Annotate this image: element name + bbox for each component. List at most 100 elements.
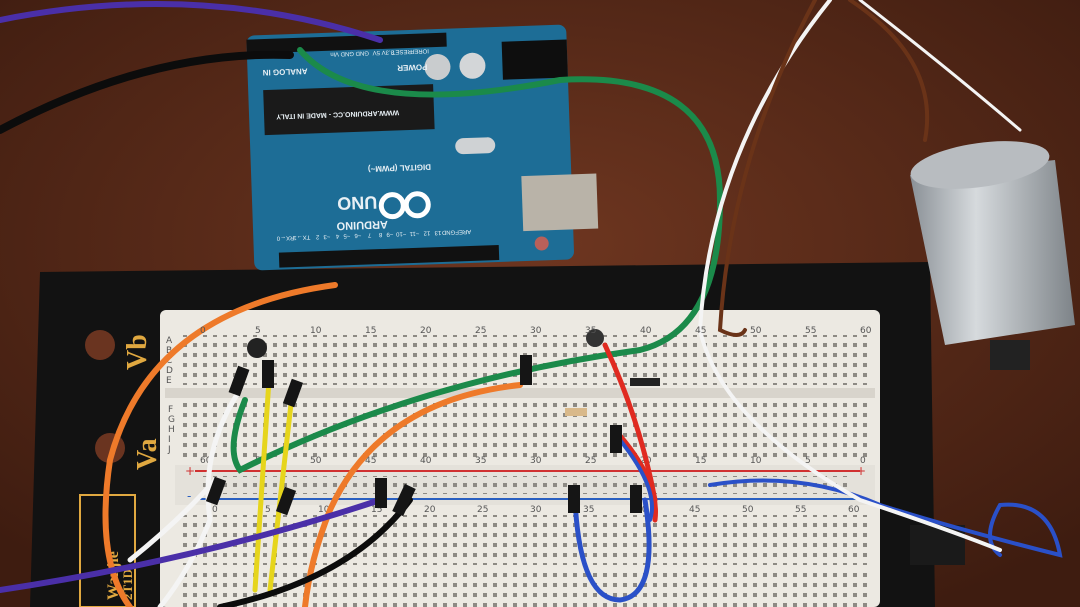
rail-b-label: Vb xyxy=(122,334,153,370)
column-number: 35 xyxy=(475,456,486,466)
column-number: 45 xyxy=(695,326,706,336)
power-pin-label: IOREF xyxy=(410,47,429,54)
brown-motor-wire xyxy=(848,0,930,142)
digital-pin-label: 7 xyxy=(367,231,371,237)
yellow-wire xyxy=(267,392,295,593)
power-pin-label: 5V xyxy=(372,49,380,55)
column-number: 0 xyxy=(200,326,206,336)
column-number: 55 xyxy=(805,326,816,336)
power-pin-label: GND xyxy=(355,49,369,55)
diode xyxy=(630,378,660,386)
orange-wire xyxy=(102,282,338,607)
digital-pin-label: ~3 xyxy=(323,233,331,239)
minus-sign: - xyxy=(187,489,191,503)
column-number: 10 xyxy=(318,505,330,515)
column-number: 20 xyxy=(424,505,436,515)
black-wire xyxy=(0,50,294,134)
blue-wire xyxy=(618,438,654,522)
column-number: 50 xyxy=(742,505,754,515)
arduino-logo-icon xyxy=(378,191,431,220)
digital-label: DIGITAL (PWM~) xyxy=(367,162,431,173)
blue-wire xyxy=(708,478,1063,558)
brand-text: ARDUINO xyxy=(336,218,388,232)
digital-pin-label: AREF xyxy=(455,228,472,235)
digital-pin-label: ~5 xyxy=(343,232,351,238)
row-letter: J xyxy=(167,445,171,455)
column-number: 50 xyxy=(750,326,762,336)
dc-motor xyxy=(910,141,1075,370)
usb-port[interactable] xyxy=(521,173,599,232)
purple-wire xyxy=(0,1,383,43)
column-number: 25 xyxy=(585,456,596,466)
jumper-plugs xyxy=(205,355,642,517)
column-number: 30 xyxy=(530,505,542,515)
plus-sign: + xyxy=(185,464,195,478)
row-letter: C xyxy=(166,356,172,366)
purple-wire xyxy=(0,497,383,593)
orange-wire xyxy=(302,382,523,607)
blue-wire xyxy=(572,497,652,603)
column-number: 0 xyxy=(860,456,866,466)
connector xyxy=(910,525,965,565)
black-wire xyxy=(217,497,413,607)
binding-post-hole-b xyxy=(85,330,115,360)
digital-pin-label: 4 xyxy=(335,233,339,239)
column-number: 25 xyxy=(477,505,488,515)
power-pin-label: 3.3V xyxy=(381,49,394,55)
column-number: 45 xyxy=(365,456,376,466)
column-number: 15 xyxy=(695,456,706,466)
row-letter: A xyxy=(166,336,173,346)
column-number: 15 xyxy=(371,505,382,515)
digital-pin-label: ~11 xyxy=(409,230,420,236)
terminal-strip-bottom[interactable] xyxy=(178,515,868,565)
digital-pin-label: RX←0 xyxy=(276,234,295,241)
row-letter: H xyxy=(168,425,175,435)
white-wire xyxy=(157,387,243,607)
model-text: UNO xyxy=(337,192,378,213)
power-label: POWER xyxy=(397,62,428,72)
column-number: 5 xyxy=(805,456,811,466)
dc-jack[interactable] xyxy=(501,39,568,80)
column-number: 10 xyxy=(750,456,762,466)
digital-pin-label: 8 xyxy=(378,231,382,237)
digital-pin-label: 12 xyxy=(423,229,431,235)
header-power-analog[interactable] xyxy=(246,32,447,54)
digital-pin-label: ~10 xyxy=(395,230,406,236)
brown-motor-wire xyxy=(717,0,817,337)
column-number: 60 xyxy=(200,456,212,466)
column-number: 60 xyxy=(860,326,872,336)
red-wire xyxy=(602,342,658,503)
header-digital[interactable] xyxy=(278,244,500,268)
resistor xyxy=(565,408,587,416)
column-number: 35 xyxy=(583,505,594,515)
site-label: WWW.ARDUINO.CC - MADE IN ITALY xyxy=(276,108,399,119)
column-number: 55 xyxy=(795,505,806,515)
capacitor xyxy=(459,52,486,79)
plus-sign: + xyxy=(856,464,866,478)
row-letter: I xyxy=(168,435,171,445)
column-number: 25 xyxy=(475,326,486,336)
digital-pin-label: ~9 xyxy=(386,231,394,237)
digital-pin-label: 2 xyxy=(315,233,319,239)
reset-button[interactable] xyxy=(534,236,549,251)
row-letter: G xyxy=(168,415,175,425)
column-number: 35 xyxy=(585,326,596,336)
white-motor-wire xyxy=(858,0,1022,132)
digital-pin-label: GND xyxy=(441,228,455,234)
column-number: 20 xyxy=(420,326,432,336)
column-number: 40 xyxy=(640,326,652,336)
column-number: 45 xyxy=(689,505,700,515)
row-letter: B xyxy=(166,346,172,356)
yellow-wire xyxy=(252,362,273,593)
green-wire xyxy=(230,47,724,474)
digital-pin-label: ~6 xyxy=(354,232,362,238)
transistor xyxy=(586,329,604,347)
analog-label: ANALOG IN xyxy=(262,67,307,78)
column-number: 30 xyxy=(530,326,542,336)
white-motor-wire xyxy=(697,0,1002,552)
crystal xyxy=(455,137,496,155)
column-number: 0 xyxy=(212,505,218,515)
motor-gear xyxy=(990,340,1030,370)
column-number: 5 xyxy=(265,505,271,515)
digital-pin-label: TX→1 xyxy=(293,234,311,241)
